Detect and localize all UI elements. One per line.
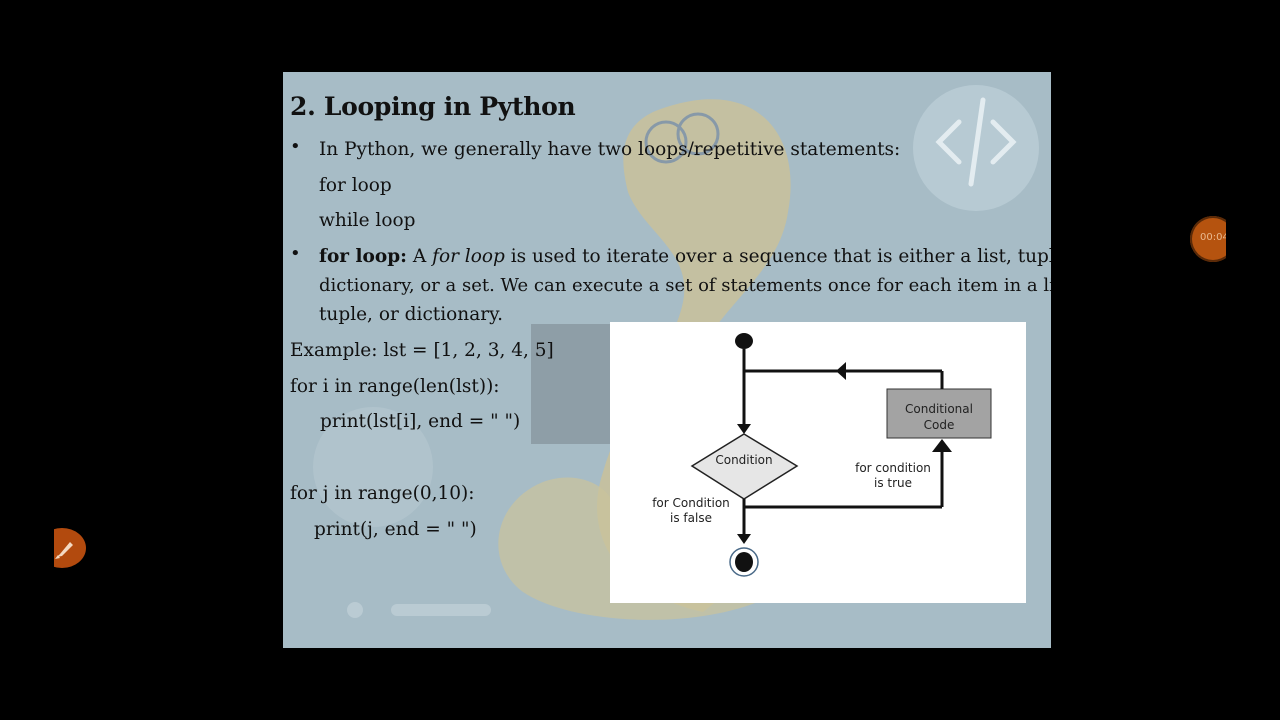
slide: 2. Looping in Python • In Python, we gen… [283, 72, 1051, 648]
for-loop-text-b: is used to iterate over a sequence that … [504, 246, 1051, 267]
for-loop-italic: for loop [432, 246, 505, 267]
end-node-ring [729, 547, 759, 577]
conditional-code-label-2: Code [924, 418, 955, 432]
slide-title: 2. Looping in Python [290, 92, 576, 121]
screen-edge-right [1226, 200, 1280, 280]
code-line-4: print(j, end = " ") [314, 519, 477, 540]
code-tag-icon [913, 85, 1039, 211]
conditional-code-box [886, 388, 992, 439]
for-loop-line-2: dictionary, or a set. We can execute a s… [319, 275, 1051, 296]
start-node [735, 333, 753, 349]
loop-item-for: for loop [319, 175, 392, 196]
intro-text: In Python, we generally have two loops/r… [319, 139, 901, 160]
for-loop-text-a: A [406, 246, 433, 267]
true-label-1: for condition [855, 461, 931, 475]
end-node [735, 552, 753, 572]
example-line: Example: lst = [1, 2, 3, 4, 5] [290, 340, 554, 361]
code-line-3: for j in range(0,10): [290, 483, 475, 504]
code-line-1: for i in range(len(lst)): [290, 376, 500, 397]
conditional-code-label-1: Conditional [905, 402, 973, 416]
false-label-1: for Condition [652, 496, 730, 510]
for-loop-description: for loop: A for loop is used to iterate … [319, 246, 1051, 267]
for-loop-heading: for loop: [319, 246, 407, 267]
bullet-marker: • [290, 136, 301, 157]
bullet-marker: • [290, 243, 301, 264]
recording-timer: 00:04 [1200, 232, 1229, 243]
flowchart-diagram: Condition Conditional Code for condition… [610, 322, 1026, 603]
false-label-2: is false [670, 511, 712, 525]
condition-label: Condition [715, 453, 772, 467]
screen-edge-left [0, 520, 54, 580]
code-line-2: print(lst[i], end = " ") [320, 411, 521, 432]
for-loop-line-3: tuple, or dictionary. [319, 304, 503, 325]
loop-item-while: while loop [319, 210, 416, 231]
true-label-2: is true [874, 476, 912, 490]
pen-icon [55, 542, 73, 559]
